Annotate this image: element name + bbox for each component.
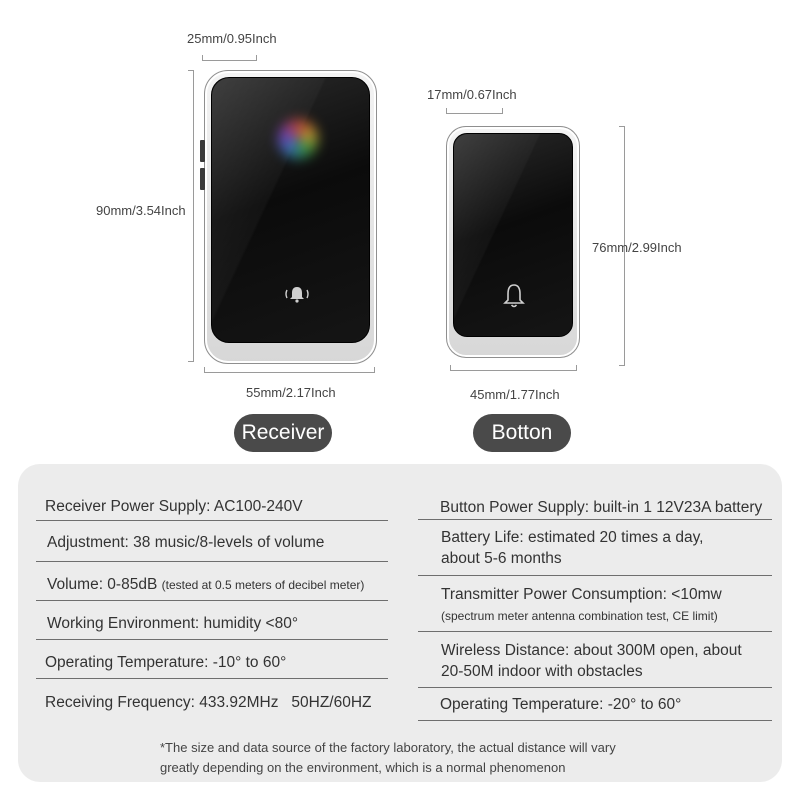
receiver-name-badge: Receiver xyxy=(234,414,332,452)
spec-left-environment: Working Environment: humidity <80° xyxy=(47,615,299,632)
divider xyxy=(36,678,388,679)
spec-right-button-power: Button Power Supply: built-in 1 12V23A b… xyxy=(440,499,763,516)
button-screen xyxy=(453,133,573,337)
button-name-badge: Botton xyxy=(473,414,571,452)
spec-right-battery-life-line2: about 5-6 months xyxy=(441,550,562,567)
divider xyxy=(418,687,772,688)
spec-left-volume-note: (tested at 0.5 meters of decibel meter) xyxy=(161,578,365,592)
spec-panel xyxy=(18,464,782,782)
receiver-height-label: 90mm/3.54Inch xyxy=(96,203,186,218)
button-device xyxy=(446,126,580,358)
spec-right-battery-life-line1: Battery Life: estimated 20 times a day, xyxy=(441,529,704,546)
spec-right-power-consumption: Transmitter Power Consumption: <10mw (sp… xyxy=(441,584,722,627)
footnote-line1: *The size and data source of the factory… xyxy=(160,740,616,755)
button-base-label: 45mm/1.77Inch xyxy=(470,387,560,402)
spec-right-wireless-distance-line2: 20-50M indoor with obstacles xyxy=(441,663,643,680)
ringing-bell-icon xyxy=(285,287,309,303)
spec-right-temperature: Operating Temperature: -20° to 60° xyxy=(440,696,682,713)
spec-left-frequency: Receiving Frequency: 433.92MHz 50HZ/60HZ xyxy=(45,694,372,711)
divider xyxy=(418,631,772,632)
spec-left-receiver-power: Receiver Power Supply: AC100-240V xyxy=(45,498,303,515)
spec-left-adjustment: Adjustment: 38 music/8-levels of volume xyxy=(47,534,325,551)
spec-right-power-consumption-note: (spectrum meter antenna combination test… xyxy=(441,609,718,623)
spec-left-temperature: Operating Temperature: -10° to 60° xyxy=(45,654,287,671)
receiver-base-label: 55mm/2.17Inch xyxy=(246,385,336,400)
receiver-side-button-upper xyxy=(200,140,205,162)
spec-right-wireless-distance: Wireless Distance: about 300M open, abou… xyxy=(441,640,742,682)
button-width-label: 17mm/0.67Inch xyxy=(427,87,517,102)
divider xyxy=(418,575,772,576)
divider xyxy=(36,561,388,562)
receiver-side-button-lower xyxy=(200,168,205,190)
receiver-screen xyxy=(211,77,370,343)
receiver-width-label: 25mm/0.95Inch xyxy=(187,31,277,46)
spec-left-volume-text: Volume: 0-85dB xyxy=(47,576,158,593)
spec-left-volume: Volume: 0-85dB (tested at 0.5 meters of … xyxy=(47,574,364,596)
divider xyxy=(36,639,388,640)
footnote-line2: greatly depending on the environment, wh… xyxy=(160,760,566,775)
receiver-led-light xyxy=(278,119,318,159)
divider xyxy=(418,519,772,520)
bell-icon xyxy=(503,284,525,308)
spec-right-power-consumption-text: Transmitter Power Consumption: <10mw xyxy=(441,586,722,603)
spec-right-battery-life: Battery Life: estimated 20 times a day, … xyxy=(441,527,703,569)
footnote: *The size and data source of the factory… xyxy=(160,738,680,778)
divider xyxy=(418,720,772,721)
spec-right-wireless-distance-line1: Wireless Distance: about 300M open, abou… xyxy=(441,642,742,659)
receiver-device xyxy=(204,70,377,364)
button-height-label: 76mm/2.99Inch xyxy=(592,240,682,255)
divider xyxy=(36,520,388,521)
divider xyxy=(36,600,388,601)
